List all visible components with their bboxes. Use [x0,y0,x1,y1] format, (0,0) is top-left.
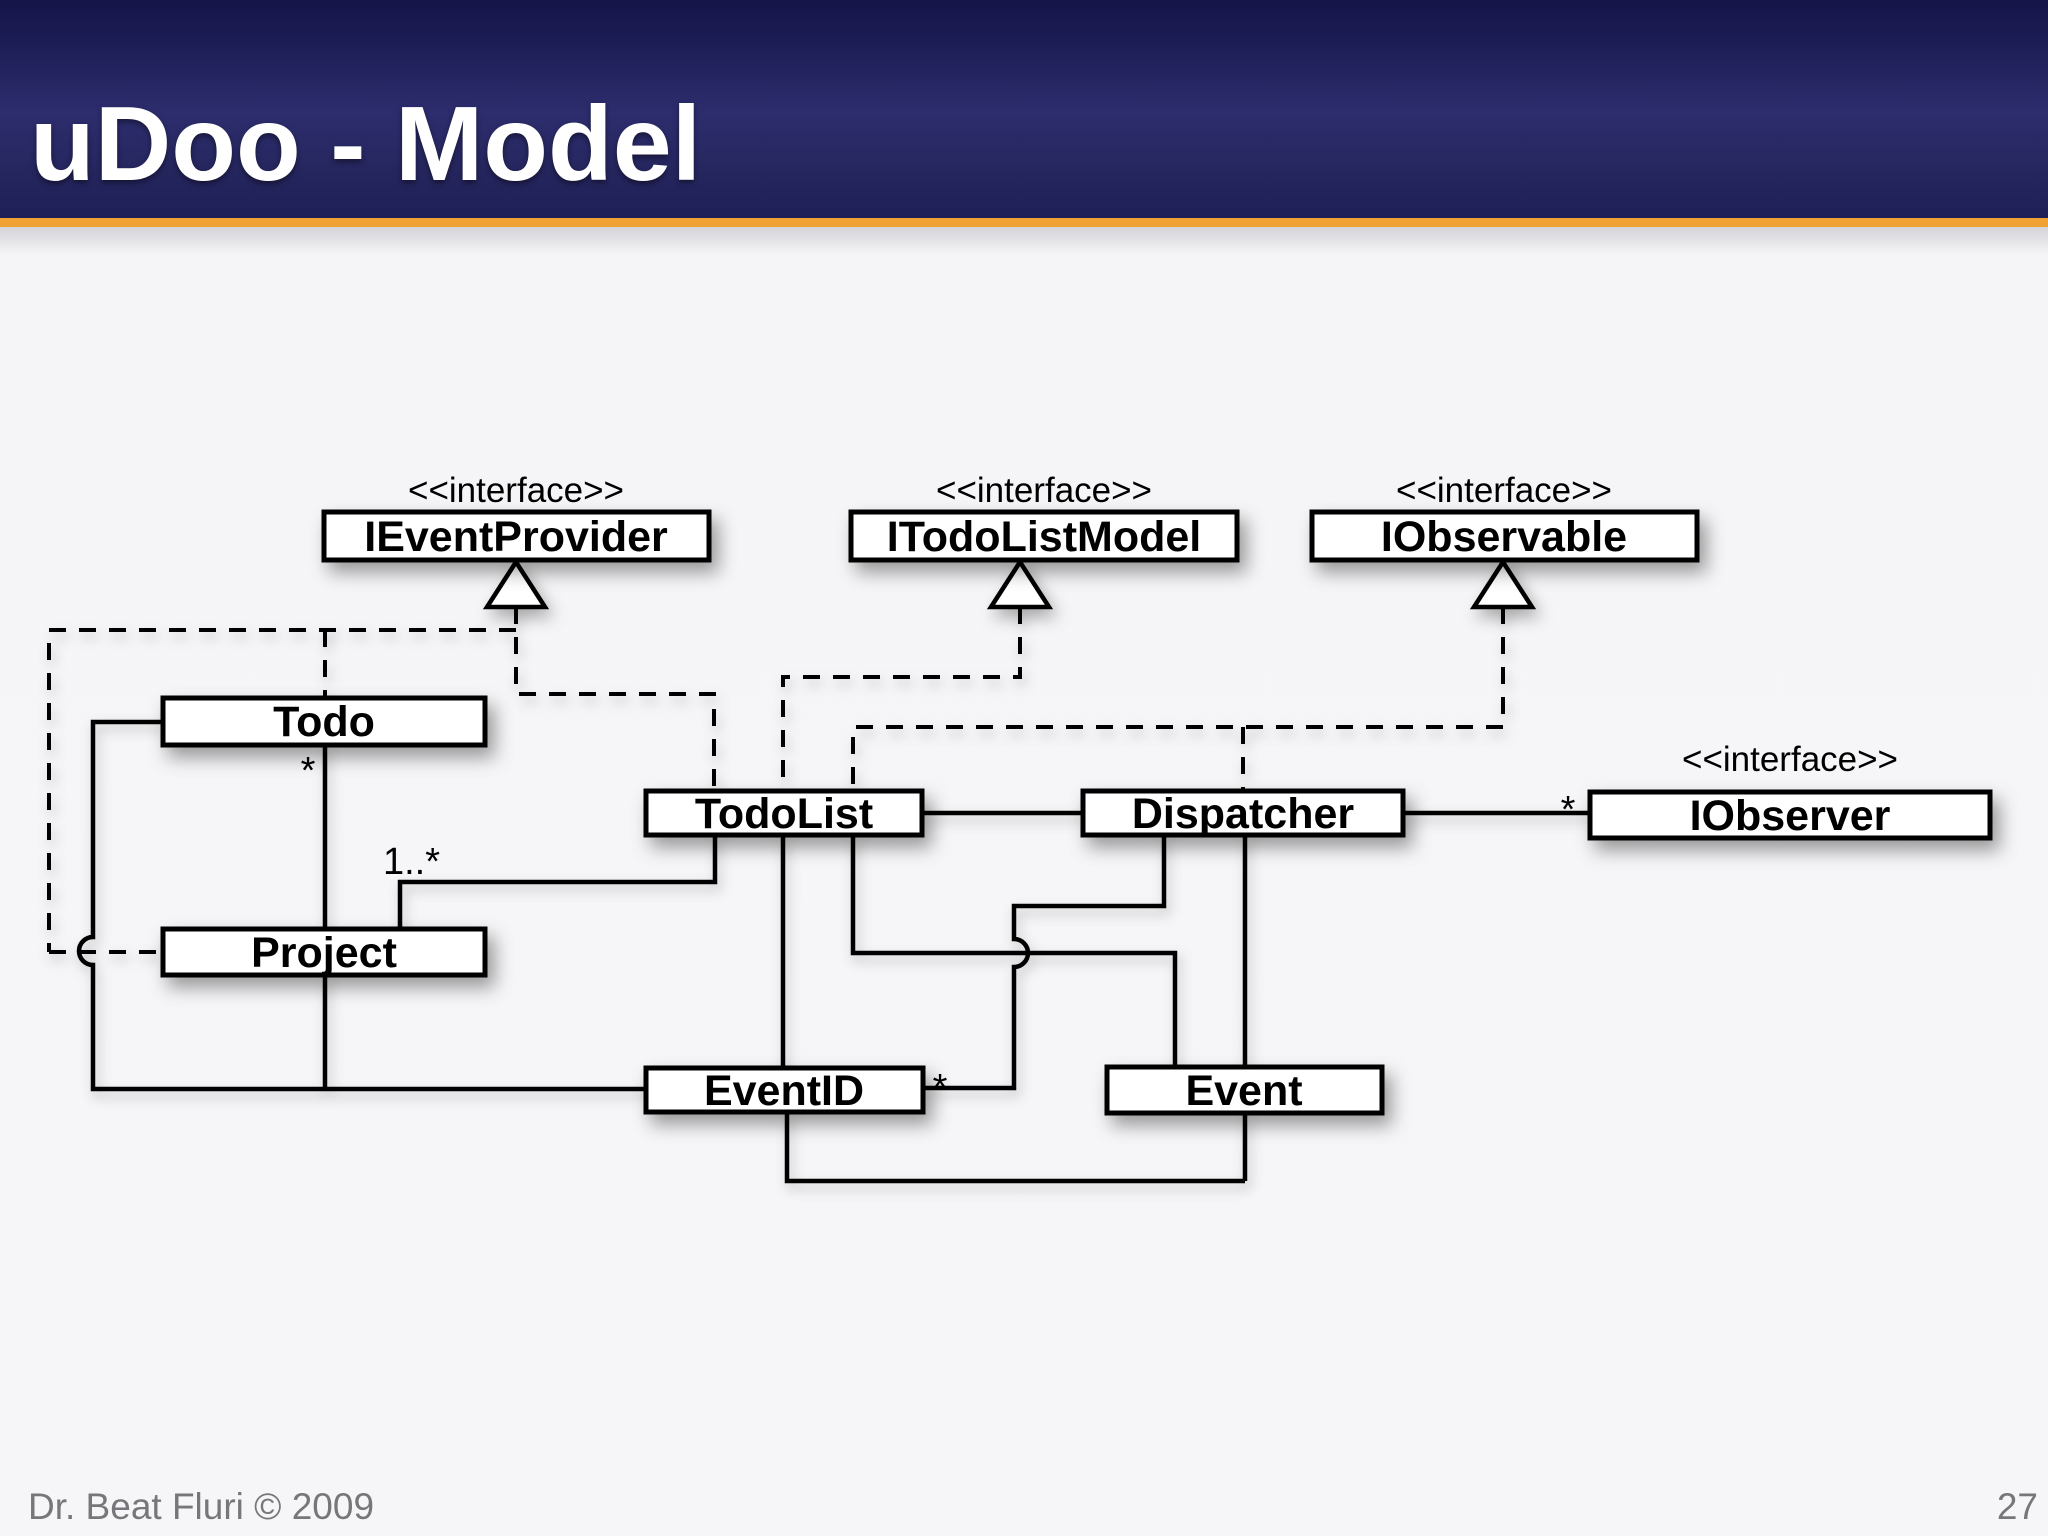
multiplicity-project-todos: * [301,750,316,792]
label-todo: Todo [273,698,375,746]
stereotype-ieventprovider: <<interface>> [408,471,624,510]
triangle-ieventprovider-icon [482,557,550,610]
label-iobserver: IObserver [1690,792,1891,840]
class-project-box [160,926,488,978]
class-event [1104,1064,1385,1116]
multiplicity-dispatcher-observers: * [1561,789,1576,831]
footer-copyright: Dr. Beat Fluri © 2009 [28,1486,375,1527]
association-todolist-event [850,835,1178,1067]
slide-title: uDoo - Model [30,85,702,203]
interface-iobservable-box [1309,509,1700,563]
multiplicity-dispatcher-eventids: * [933,1067,948,1109]
class-dispatcher-box [1080,788,1406,838]
label-dispatcher: Dispatcher [1132,790,1355,838]
connector-lines [47,607,1590,1184]
class-todolist [643,788,925,838]
class-dispatcher [1080,788,1406,838]
label-iobservable: IObservable [1381,513,1627,561]
interface-ieventprovider-box [321,509,712,563]
multiplicity-todolist-projects: 1..* [383,841,440,883]
class-todolist-box [643,788,925,838]
label-todolist: TodoList [695,790,873,838]
class-eventid-box [643,1065,926,1115]
interface-ieventprovider [321,509,712,563]
interface-iobserver [1587,789,1993,841]
stereotype-iobservable: <<interface>> [1396,471,1612,510]
triangle-iobservable-icon [1469,557,1537,610]
association-dispatcher-eventid [923,835,1167,1091]
realization-todolist-iobservable [851,607,1505,791]
class-todo [160,695,488,748]
triangle-itodolistmodel-icon [986,557,1054,610]
interface-iobservable [1309,509,1700,563]
interface-itodolistmodel-box [848,509,1240,563]
stereotype-itodolistmodel: <<interface>> [936,471,1152,510]
class-boxes [160,509,1993,1116]
realization-triangles [482,557,1537,610]
class-event-box [1104,1064,1385,1116]
class-eventid [643,1065,926,1115]
association-todolist-project [397,835,718,929]
interface-itodolistmodel [848,509,1240,563]
label-ieventprovider: IEventProvider [364,513,668,561]
label-event: Event [1185,1067,1302,1115]
stereotype-iobserver: <<interface>> [1682,740,1898,779]
realization-todolist-ieventprovider [514,607,716,791]
footer-page-number: 27 [1996,1486,2038,1527]
association-todo-eventid [76,719,646,1092]
realization-todolist-itodolistmodel [781,607,1022,791]
label-itodolistmodel: ITodoListModel [887,513,1201,561]
header-drop-shadow [0,227,2048,255]
accent-divider [0,218,2048,227]
label-project: Project [251,929,397,977]
class-todo-box [160,695,488,748]
class-project [160,926,488,978]
association-eventid-event [784,1112,1245,1184]
realization-left-rail-ieventprovider [47,628,516,952]
label-eventid: EventID [704,1067,864,1115]
slide-header: uDoo - Model [0,0,2048,218]
interface-iobserver-box [1587,789,1993,841]
